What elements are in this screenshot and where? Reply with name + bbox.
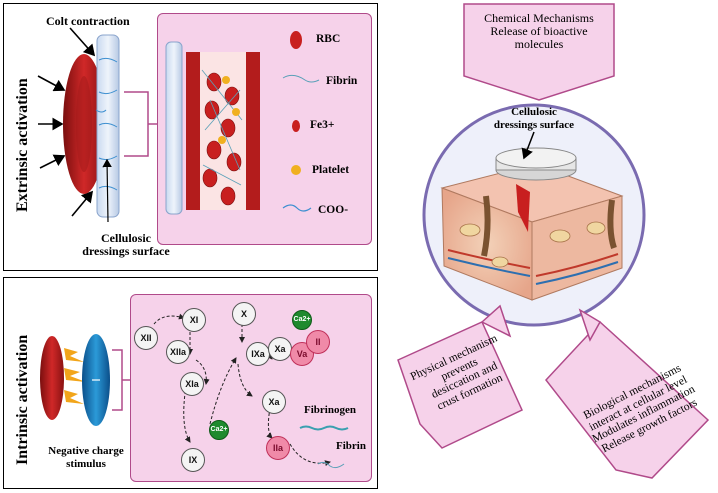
factor-ii: II <box>306 330 330 354</box>
legend-fe3: Fe3+ <box>310 119 335 131</box>
legend-rbc: RBC <box>316 33 341 45</box>
factor-xi: XI <box>182 308 206 332</box>
factor-xa-1: Xa <box>268 337 292 361</box>
calcium-ion-1: Ca2+ <box>209 420 229 440</box>
legend-fibrin: Fibrin <box>326 75 358 87</box>
chemical-arrow-shape <box>463 3 615 101</box>
colt-contraction-label: Colt contraction <box>46 14 130 28</box>
factor-x: X <box>232 302 256 326</box>
intrinsic-pathway-box <box>130 294 372 482</box>
negative-charge-label: Negative charge stimulus <box>48 445 124 470</box>
physical-callout-shape <box>397 321 523 449</box>
factor-xia: XIa <box>180 372 204 396</box>
fibrin-label: Fibrin <box>336 440 366 452</box>
center-surface-label: Cellulosic dressings surface <box>493 106 575 131</box>
factor-ix: IX <box>181 448 205 472</box>
factor-xiia: XIIa <box>166 340 190 364</box>
legend-platelet: Platelet <box>312 164 350 176</box>
factor-iia: IIa <box>266 436 290 460</box>
force-arrows <box>37 27 96 217</box>
factor-xa-2: Xa <box>262 390 286 414</box>
extrinsic-surface-label: Cellulosic dressings surface <box>82 231 170 258</box>
fibrinogen-label: Fibrinogen <box>304 404 356 416</box>
factor-ixa: IXa <box>246 342 270 366</box>
legend-coo: COO- <box>318 204 349 216</box>
factor-xii: XII <box>134 326 158 350</box>
chemical-mechanisms-text: Chemical Mechanisms Release of bioactive… <box>484 11 594 51</box>
calcium-ion-2: Ca2+ <box>292 310 312 330</box>
